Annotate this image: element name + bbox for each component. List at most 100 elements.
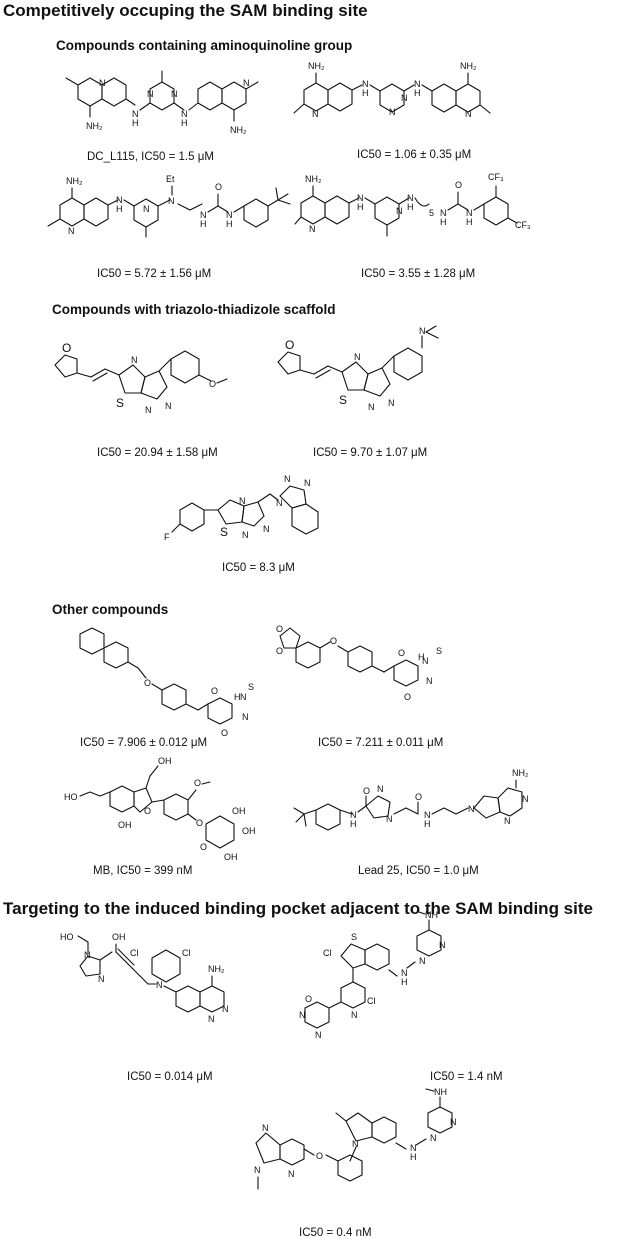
svg-text:Cl: Cl: [367, 996, 376, 1006]
svg-text:H: H: [424, 819, 431, 829]
svg-text:N: N: [466, 208, 473, 218]
svg-text:H: H: [440, 217, 447, 227]
svg-text:N: N: [450, 1117, 457, 1127]
svg-text:O: O: [455, 180, 462, 190]
svg-text:N: N: [299, 1010, 306, 1020]
svg-text:N: N: [504, 816, 511, 826]
caption-compound-7: IC50 = 8.3 μM: [222, 562, 295, 574]
svg-text:S: S: [248, 682, 254, 692]
caption-compound-12: IC50 = 0.014 μM: [127, 1071, 213, 1083]
structure-compound-4: NH₂ N N H N N H 5 N H O N H CF₃ CF₃: [294, 172, 531, 237]
svg-text:S: S: [116, 396, 124, 410]
caption-compound-3: IC50 = 5.72 ± 1.56 μM: [97, 268, 212, 280]
svg-text:O: O: [196, 818, 203, 828]
svg-text:S: S: [339, 393, 347, 407]
caption-compound-14: IC50 = 0.4 nM: [299, 1227, 372, 1239]
caption-mb: MB, IC50 = 399 nM: [93, 865, 193, 877]
svg-text:N: N: [156, 980, 163, 990]
svg-text:N: N: [312, 109, 319, 119]
svg-text:N: N: [254, 1165, 261, 1175]
svg-text:H: H: [350, 819, 357, 829]
svg-text:N: N: [240, 692, 247, 702]
caption-compound-8: IC50 = 7.906 ± 0.012 μM: [80, 737, 208, 749]
svg-text:NH₂: NH₂: [308, 61, 325, 71]
svg-text:N: N: [243, 78, 250, 88]
svg-text:NH: NH: [425, 910, 438, 920]
svg-text:HO: HO: [60, 932, 74, 942]
svg-text:N: N: [208, 1014, 215, 1024]
svg-text:HO: HO: [64, 792, 78, 802]
svg-text:N: N: [242, 712, 249, 722]
svg-text:N: N: [181, 109, 188, 119]
svg-text:NH₂: NH₂: [86, 121, 103, 131]
svg-text:O: O: [62, 341, 71, 355]
svg-text:N: N: [401, 968, 408, 978]
svg-text:N: N: [263, 524, 270, 534]
svg-text:O: O: [363, 786, 370, 796]
svg-text:H: H: [418, 652, 425, 662]
svg-text:N: N: [468, 804, 475, 814]
group-title-other: Other compounds: [52, 602, 169, 617]
svg-text:N: N: [389, 107, 396, 117]
caption-compound-4: IC50 = 3.55 ± 1.28 μM: [361, 268, 476, 280]
svg-text:N: N: [262, 1123, 269, 1133]
svg-text:O: O: [316, 1151, 323, 1161]
group-title-aminoquinoline: Compounds containing aminoquinoline grou…: [56, 38, 353, 53]
svg-text:N: N: [401, 93, 408, 103]
svg-text:N: N: [200, 210, 207, 220]
svg-text:O: O: [330, 636, 337, 646]
svg-text:Cl: Cl: [323, 948, 332, 958]
svg-text:NH₂: NH₂: [305, 174, 322, 184]
svg-text:NH₂: NH₂: [460, 61, 477, 71]
svg-text:N: N: [439, 940, 446, 950]
structure-compound-5: O N S N N O: [54, 341, 228, 415]
svg-text:O: O: [221, 728, 228, 738]
svg-text:N: N: [315, 1030, 322, 1040]
structure-compound-2: NH₂ N N H N N N H NH₂ N: [293, 61, 491, 119]
svg-text:N: N: [304, 478, 311, 488]
svg-text:O: O: [194, 778, 201, 788]
caption-compound-2: IC50 = 1.06 ± 0.35 μM: [357, 149, 472, 161]
svg-text:N: N: [424, 810, 431, 820]
section-title-sam-site: Competitively occuping the SAM binding s…: [3, 1, 368, 20]
svg-text:N: N: [98, 974, 105, 984]
svg-text:N: N: [350, 810, 357, 820]
svg-text:N: N: [165, 401, 172, 411]
structure-compound-3: NH₂ N N H N N Et N H O N H: [47, 174, 291, 238]
svg-text:H: H: [362, 88, 369, 98]
svg-text:N: N: [226, 210, 233, 220]
svg-text:N: N: [288, 1169, 295, 1179]
svg-text:NH₂: NH₂: [208, 964, 225, 974]
svg-text:N: N: [352, 1139, 359, 1149]
svg-text:OH: OH: [232, 806, 246, 816]
svg-text:S: S: [220, 525, 228, 539]
svg-text:O: O: [415, 792, 422, 802]
svg-text:N: N: [99, 78, 106, 88]
svg-text:H: H: [401, 977, 408, 987]
svg-text:H: H: [181, 118, 188, 128]
svg-text:O: O: [276, 646, 283, 656]
svg-text:H: H: [414, 88, 421, 98]
structure-lead-25: N H O N N O N H N NH₂ N N: [293, 768, 529, 831]
svg-text:S: S: [351, 932, 357, 942]
svg-text:N: N: [276, 498, 283, 508]
svg-text:N: N: [362, 79, 369, 89]
svg-text:H: H: [200, 219, 207, 229]
svg-text:N: N: [357, 193, 364, 203]
structure-compound-6: O N S N N N: [277, 325, 439, 412]
svg-text:N: N: [68, 226, 75, 236]
svg-text:N: N: [284, 474, 291, 484]
structure-compound-8: O O O H N N S: [79, 627, 254, 738]
svg-text:OH: OH: [242, 826, 256, 836]
svg-text:NH₂: NH₂: [512, 768, 529, 778]
svg-text:NH₂: NH₂: [230, 125, 247, 135]
svg-text:N: N: [388, 398, 395, 408]
svg-text:N: N: [351, 1010, 358, 1020]
svg-text:CF₃: CF₃: [515, 220, 531, 230]
svg-text:H: H: [357, 202, 364, 212]
section-title-induced-pocket: Targeting to the induced binding pocket …: [3, 899, 593, 918]
svg-text:O: O: [215, 182, 222, 192]
svg-text:N: N: [430, 1133, 437, 1143]
caption-compound-9: IC50 = 7.211 ± 0.011 μM: [318, 737, 444, 749]
svg-text:O: O: [305, 994, 312, 1004]
